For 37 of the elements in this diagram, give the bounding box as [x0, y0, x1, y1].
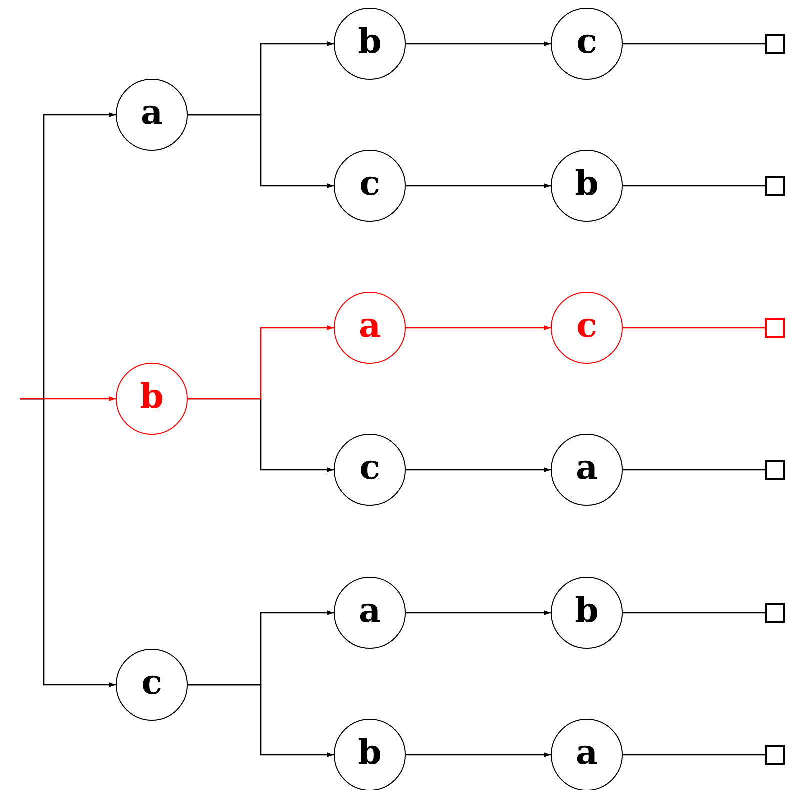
node-label: c: [142, 666, 162, 700]
node-label: b: [575, 167, 599, 201]
node-label: b: [140, 380, 164, 414]
leaf-square: [765, 603, 785, 623]
node-label: a: [140, 96, 164, 130]
connector-line: [406, 610, 551, 616]
connector-line: [188, 684, 334, 758]
node-label: c: [360, 167, 380, 201]
node-label: c: [576, 25, 598, 59]
leaf-square: [765, 460, 785, 480]
connector-line: [406, 42, 551, 46]
connector-line: [623, 43, 765, 45]
node-label: b: [358, 25, 382, 59]
node-label: b: [358, 736, 382, 770]
leaf-square: [765, 34, 785, 54]
node-label: a: [576, 736, 598, 770]
leaf-square: [765, 745, 785, 765]
connector-line: [623, 754, 765, 756]
connector-line: [623, 185, 765, 187]
node-label: a: [358, 594, 382, 628]
connector-line: [623, 469, 765, 471]
connector-line: [623, 612, 765, 614]
connector-line: [623, 327, 765, 329]
connector-line: [406, 752, 551, 758]
connector-line: [406, 468, 551, 472]
connector-line: [188, 326, 334, 400]
node-label: a: [576, 451, 598, 485]
connector-line: [20, 396, 116, 402]
connector-line: [406, 184, 551, 188]
node-label: c: [576, 309, 598, 343]
leaf-square: [765, 318, 785, 338]
leaf-square: [765, 176, 785, 196]
connector-line: [406, 326, 551, 330]
connector-line: [188, 114, 334, 188]
node-label: b: [575, 594, 599, 628]
node-label: c: [360, 451, 380, 485]
node-label: a: [358, 309, 382, 343]
